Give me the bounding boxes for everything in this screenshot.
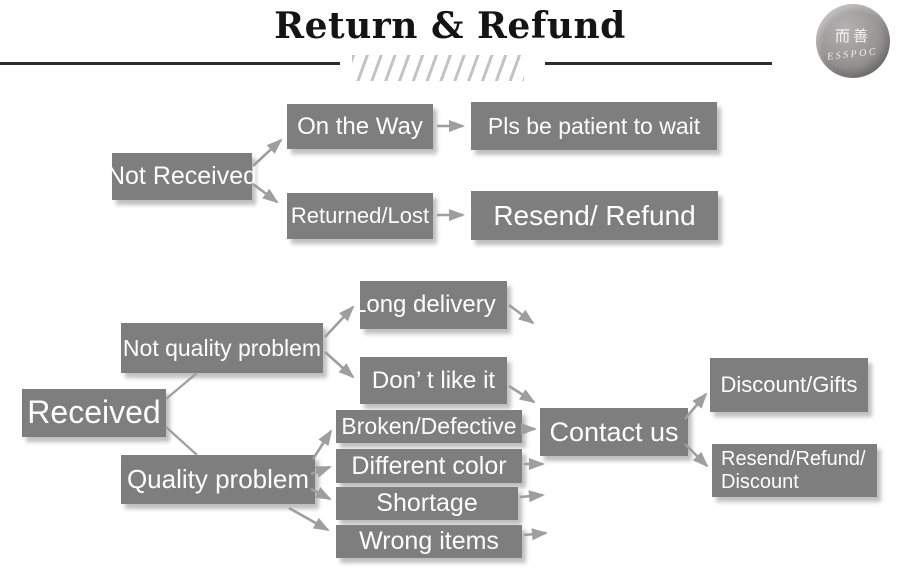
node-dont-like-it-label: Don’ t like it [371, 366, 496, 394]
node-returned-lost: Returned/Lost [287, 193, 433, 239]
edge-dont-like-it-contact-us [508, 384, 536, 404]
node-contact-us: Contact us [540, 408, 688, 456]
node-returned-lost-label: Returned/Lost [290, 203, 430, 229]
node-long-delivery-label: Long delivery [360, 291, 496, 319]
divider-line-right [545, 62, 772, 65]
node-quality-problem: Quality problem [121, 455, 315, 504]
node-wrong-items: Wrong items [336, 525, 522, 558]
edge-not-quality-dont-like-it [324, 351, 355, 379]
node-dont-like-it: Don’ t like it [360, 357, 507, 404]
node-broken-defective-label: Broken/Defective [341, 413, 517, 440]
hatch-decoration [352, 55, 524, 81]
node-pls-be-patient: Pls be patient to wait [471, 102, 717, 150]
node-discount-gifts-label: Discount/Gifts [720, 372, 858, 398]
node-on-the-way-label: On the Way [297, 112, 423, 140]
edge-long-delivery-contact-us [508, 303, 535, 325]
node-not-quality-problem: Not quality problem [121, 323, 323, 373]
page-title: Return & Refund [274, 5, 626, 47]
node-shortage-label: Shortage [376, 489, 478, 518]
node-not-quality-problem-label: Not quality problem [122, 334, 322, 361]
node-wrong-items-label: Wrong items [359, 527, 499, 556]
node-shortage: Shortage [336, 487, 518, 520]
node-not-received-label: Not Received [106, 162, 258, 191]
edge-quality-broken-defective [311, 429, 333, 460]
node-long-delivery: Long delivery [360, 281, 507, 329]
node-pls-be-patient-label: Pls be patient to wait [487, 112, 701, 139]
edge-contact-us-discount-gifts [684, 392, 708, 420]
brand-logo-name: ESSPOC [827, 45, 879, 63]
node-contact-us-label: Contact us [549, 416, 679, 447]
divider-line-left [0, 62, 340, 65]
node-broken-defective: Broken/Defective [336, 410, 522, 443]
brand-logo-chinese: 而善 [834, 27, 871, 45]
node-resend-refund-label: Resend/ Refund [493, 199, 696, 231]
node-not-received: Not Received [107, 153, 257, 200]
brand-logo: 而善 ESSPOC [816, 4, 890, 78]
edge-received-not-quality-problem [165, 372, 198, 400]
edge-quality-wrong-items [288, 506, 330, 532]
edge-not-quality-long-delivery [324, 305, 355, 338]
edge-contact-us-resend-refund-discount [684, 443, 709, 468]
edge-received-quality-problem [165, 426, 198, 456]
edge-not-received-on-the-way [252, 138, 283, 167]
node-different-color: Different color [336, 449, 522, 483]
node-received: Received [22, 389, 166, 437]
node-received-label: Received [27, 394, 161, 431]
node-resend-refund: Resend/ Refund [471, 191, 718, 240]
edge-wrong-items-contact-us [523, 528, 548, 541]
node-discount-gifts: Discount/Gifts [710, 358, 868, 412]
node-resend-refund-discount-line1: Resend/Refund/ [721, 447, 866, 470]
node-on-the-way: On the Way [287, 104, 433, 149]
node-resend-refund-discount-line2: Discount [721, 470, 799, 493]
edge-shortage-contact-us [519, 490, 545, 503]
node-quality-problem-label: Quality problem [126, 463, 310, 494]
node-resend-refund-discount: Resend/Refund/ Discount [712, 444, 877, 497]
node-different-color-label: Different color [351, 451, 507, 480]
